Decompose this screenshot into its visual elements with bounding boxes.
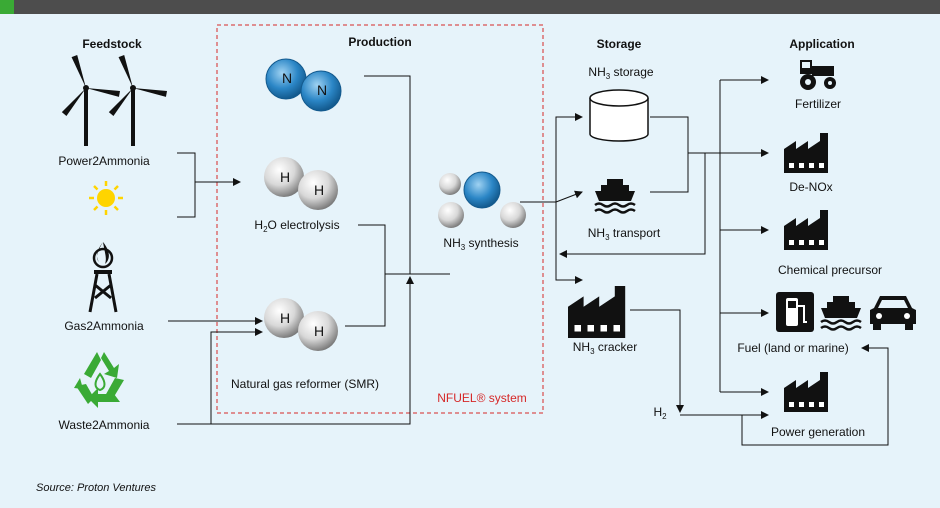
label-fuel: Fuel (land or marine) — [737, 341, 849, 355]
factory-icon — [568, 286, 626, 338]
top-bar-accent — [0, 0, 14, 14]
heading-storage: Storage — [596, 37, 642, 51]
label-nh3-synthesis: NH3 synthesis — [443, 236, 519, 252]
hydrogen-molecule-smr — [264, 298, 338, 351]
wind-turbine-icon — [61, 55, 168, 146]
label-fertilizer: Fertilizer — [794, 97, 842, 111]
atom-label-h: H — [313, 182, 325, 198]
heading-application: Application — [789, 37, 855, 51]
recycle-icon — [74, 352, 124, 408]
fuel-pump-icon — [776, 292, 814, 332]
car-icon — [870, 296, 916, 330]
atom-label-n: N — [281, 70, 293, 86]
top-bar — [0, 0, 940, 14]
atom-label-h: H — [313, 323, 325, 339]
heading-production: Production — [348, 35, 412, 49]
label-nfuel-system: NFUEL® system — [437, 391, 527, 405]
ship-icon — [819, 294, 863, 331]
label-nh3-storage: NH3 storage — [588, 65, 654, 81]
label-chemical-precursor: Chemical precursor — [777, 263, 883, 277]
label-waste2ammonia: Waste2Ammonia — [58, 418, 150, 432]
ammonia-molecule — [438, 171, 526, 228]
storage-tank-icon — [589, 89, 649, 142]
heading-feedstock: Feedstock — [82, 37, 142, 51]
atom-label-h: H — [279, 310, 291, 326]
label-gas2ammonia: Gas2Ammonia — [64, 319, 144, 333]
label-nh3-cracker: NH3 cracker — [572, 340, 638, 356]
sun-icon — [89, 181, 123, 215]
label-power-generation: Power generation — [770, 425, 866, 439]
factory-icon — [784, 210, 828, 250]
factory-icon — [784, 372, 828, 412]
ship-icon — [593, 177, 637, 214]
source-note: Source: Proton Ventures — [36, 482, 157, 494]
atom-label-h: H — [279, 169, 291, 185]
label-smr: Natural gas reformer (SMR) — [230, 377, 380, 391]
gas-well-icon — [88, 242, 118, 313]
hydrogen-molecule-electrolysis — [264, 157, 338, 210]
nitrogen-molecule — [265, 58, 342, 112]
factory-icon — [784, 133, 828, 173]
label-power2ammonia: Power2Ammonia — [58, 154, 150, 168]
label-nh3-transport: NH3 transport — [587, 226, 661, 242]
nfuel-system-box — [216, 24, 544, 414]
tractor-icon — [800, 60, 836, 90]
atom-label-n: N — [316, 82, 328, 98]
label-h2: H2 — [653, 405, 667, 421]
label-electrolysis: H2O electrolysis — [254, 218, 340, 234]
label-denox: De-NOx — [789, 180, 833, 194]
